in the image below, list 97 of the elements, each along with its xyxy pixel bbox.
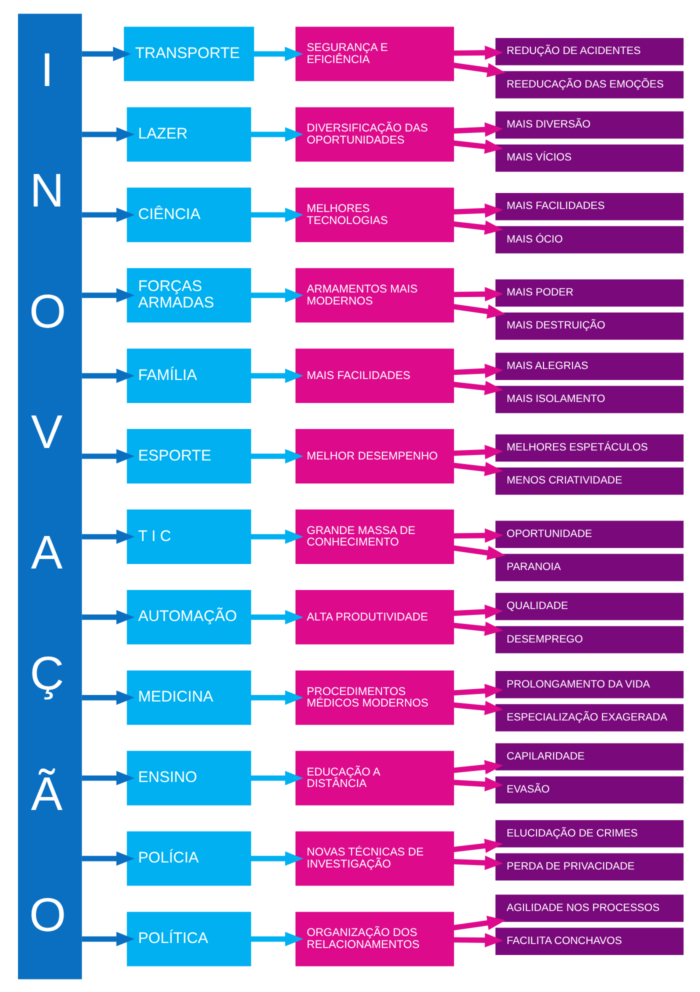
node-box: DIVERSIFICAÇÃO DAS OPORTUNIDADES [294,106,454,162]
node-box: ENSINO [126,750,251,805]
node-box: POLÍCIA [126,830,251,886]
arrow [452,700,503,715]
arrow [250,368,303,382]
node-box: MAIS ALEGRIAS [494,352,684,380]
arrow [81,207,134,222]
arrow [452,62,506,77]
arrow [81,690,134,704]
node-box: REEDUCAÇÃO DAS EMOÇÕES [494,70,684,98]
node-box: GRANDE MASSA DE CONHECIMENTO [294,509,454,564]
node-box: MAIS VÍCIOS [494,144,684,172]
arrow [452,122,503,136]
node-box: MELHORES TECNOLOGIAS [294,187,454,242]
node-box: FORÇAS ARMADAS [126,268,251,322]
arrow [452,915,506,930]
arrow [452,621,503,636]
node-box: POLÍTICA [126,911,251,966]
node-box: FAMÍLIA [126,348,251,403]
node-box: DESEMPREGO [494,626,684,653]
node-box: MAIS ÓCIO [494,226,684,253]
node-box: ESPECIALIZAÇÃO EXAGERADA [494,704,684,731]
node-box: ESPORTE [126,428,251,483]
arrow [81,931,134,946]
node-box: ALTA PRODUTIVIDADE [294,589,454,644]
arrow [81,288,134,302]
node-box: EDUCAÇÃO A DISTÂNCIA [294,750,454,805]
node-box: AUTOMAÇÃO [126,589,251,644]
arrow [452,604,503,618]
node-box: TRANSPORTE [123,26,254,81]
node-box: EVASÃO [494,776,684,804]
arrow [452,838,503,852]
node-box: MAIS PODER [494,278,684,306]
arrow [250,770,303,785]
node-box: SEGURANÇA E EFICIÊNCIA [294,26,454,81]
arrow [250,126,303,142]
node-box: MEDICINA [126,670,251,724]
node-box: QUALIDADE [494,592,684,620]
arrow [452,544,506,560]
node-box: MELHORES ESPETÁCULOS [494,434,684,462]
node-box: PROLONGAMENTO DA VIDA [494,670,684,698]
node-box: MAIS FACILIDADES [294,348,454,403]
arrow [81,529,134,544]
arrow [452,461,503,476]
node-box: MAIS DIVERSÃO [494,110,684,138]
arrow [81,770,134,785]
arrow [250,288,303,302]
arrow [250,690,303,704]
arrow [250,931,303,946]
arrow [81,368,134,382]
arrow [452,202,503,218]
arrow [250,448,303,463]
arrow [452,776,503,791]
node-box: ARMAMENTOS MAIS MODERNOS [294,268,454,322]
node-box: PARANOIA [494,553,684,581]
node-box: MENOS CRIATIVIDADE [494,467,684,494]
arrow [452,303,506,318]
node-box: ELUCIDAÇÃO DE CRIMES [494,820,684,847]
node-box: MAIS ISOLAMENTO [494,385,684,413]
arrow [452,444,503,459]
arrow [81,46,131,61]
node-box: PROCEDIMENTOS MÉDICOS MODERNOS [294,670,454,724]
node-box: MELHOR DESEMPENHO [294,428,454,483]
node-box: MAIS FACILIDADES [494,192,684,220]
node-box: MAIS DESTRUIÇÃO [494,312,684,340]
node-box: I N O V A Ç Ã O [18,13,82,979]
arrow [452,760,503,774]
arrow [250,529,303,544]
arrow [452,286,503,301]
arrow [81,610,134,624]
arrow [250,207,303,222]
arrow [250,610,303,624]
node-box: CAPILARIDADE [494,742,684,770]
arrow [250,850,303,866]
node-box: AGILIDADE NOS PROCESSOS [494,894,684,922]
node-box: NOVAS TÉCNICAS DE INVESTIGAÇÃO [294,830,454,886]
node-box: T I C [126,509,251,564]
node-box: FACILITA CONCHAVOS [494,927,684,955]
arrow [81,850,134,866]
arrow [452,220,503,234]
arrow [452,683,503,698]
arrow [81,126,134,142]
arrow [452,380,503,395]
arrow [452,363,503,378]
arrow [453,528,503,542]
arrow [81,448,134,463]
node-box: REDUÇÃO DE ACIDENTES [494,37,684,65]
arrow [453,932,503,947]
arrow [452,138,503,154]
arrow [452,855,503,870]
arrow [453,45,503,60]
node-box: CIÊNCIA [126,187,251,242]
node-box: PERDA DE PRIVACIDADE [494,852,684,880]
arrow [253,46,303,61]
node-box: ORGANIZAÇÃO DOS RELACIONAMENTOS [294,911,454,966]
node-box: OPORTUNIDADE [494,520,684,548]
node-box: LAZER [126,106,251,162]
